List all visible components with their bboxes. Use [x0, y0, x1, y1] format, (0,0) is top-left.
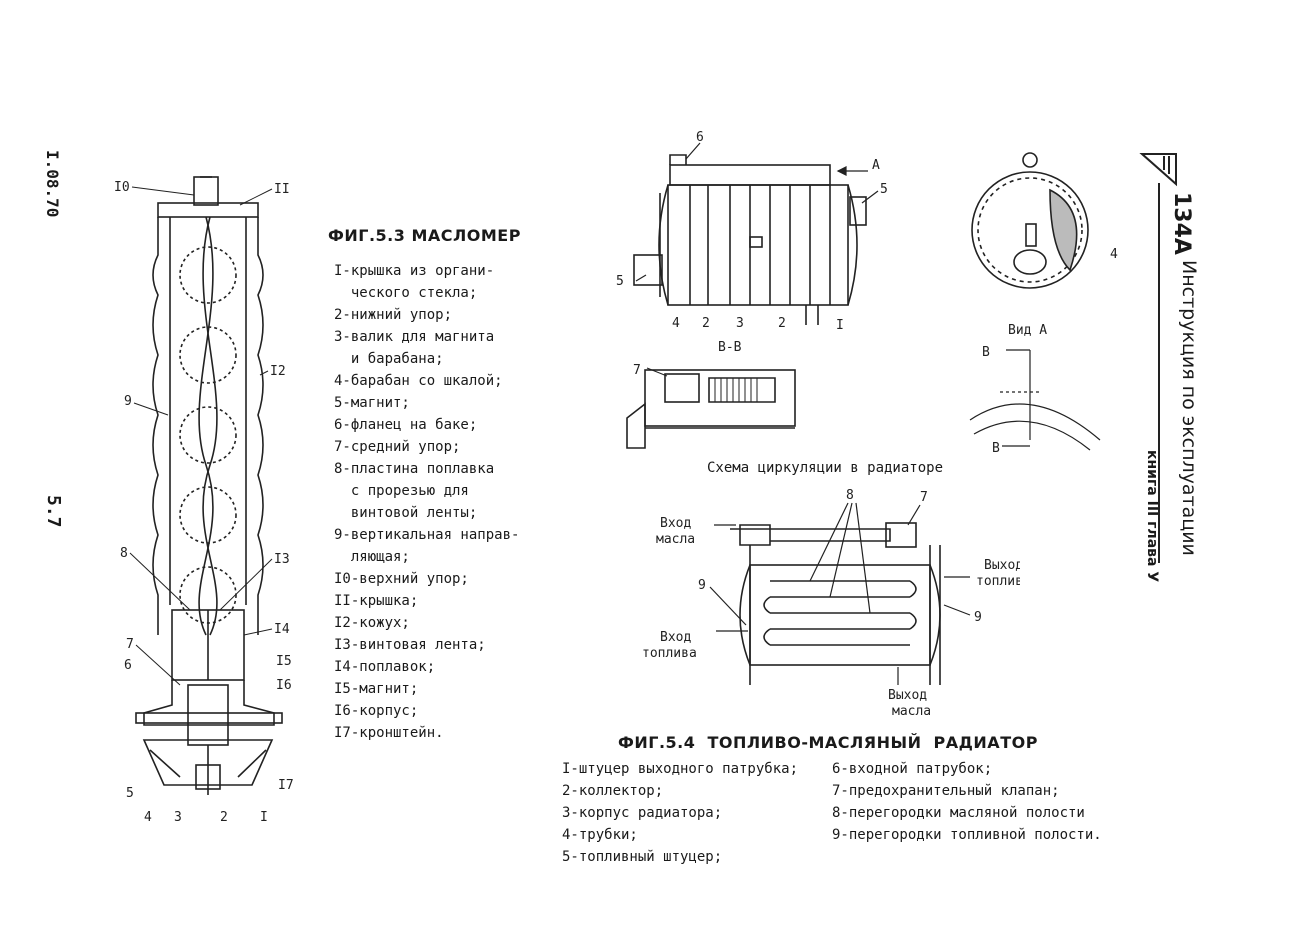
legend-line: с прорезью для: [334, 483, 469, 499]
circulation-scheme: 8 7 9 9 Вход масла Выход топлива Вход то…: [642, 488, 1020, 719]
radiator-side-view: 6 А 5 5 4 2 3 2 I В-В: [616, 130, 888, 355]
legend-line: 8-пластина поплавка: [334, 461, 495, 477]
page-number: 5.7: [43, 495, 64, 528]
callout-I3: I3: [274, 552, 290, 567]
callout-I5: I5: [276, 654, 292, 669]
callout-5: 5: [616, 274, 624, 289]
legend-line: ляющая;: [334, 549, 410, 565]
callout-4: 4: [672, 316, 680, 331]
document-code: I.08.70: [43, 150, 62, 218]
oil-gauge-drawing: I0 II I2 9 8 I3 I4 7 6 I5 I6 5 4 3 2 I I…: [114, 176, 294, 825]
legend-line: I-штуцер выходного патрубка;: [562, 761, 799, 777]
legend-line: I2-кожух;: [334, 615, 410, 631]
legend-line: I4-поплавок;: [334, 659, 436, 675]
view-label: Вид А: [1008, 323, 1047, 338]
legend-line: и барабана;: [334, 351, 444, 367]
callout-I4: I4: [274, 622, 290, 637]
scheme-caption: Схема циркуляции в радиаторе: [707, 460, 944, 476]
callout-6: 6: [124, 658, 132, 673]
legend-line: I5-магнит;: [334, 681, 419, 697]
oil-in-label: масла: [656, 532, 695, 547]
callout-5: 5: [880, 182, 888, 197]
callout-2: 2: [220, 810, 228, 825]
section-label: В-В: [718, 340, 742, 355]
model-triangle-icon: [1139, 153, 1177, 187]
callout-3: 3: [174, 810, 182, 825]
callout-I2: I2: [270, 364, 286, 379]
fig53-legend: I-крышка из органи- ческого стекла; 2-ни…: [334, 260, 519, 744]
legend-line: 4-трубки;: [562, 827, 638, 843]
manual-title: Инструкция по эксплуатации: [1178, 260, 1200, 556]
oil-out-label: масла: [892, 704, 931, 719]
oil-in-label: Вход: [660, 516, 691, 531]
legend-line: 5-магнит;: [334, 395, 410, 411]
fig54-legend-right: 6-входной патрубок; 7-предохранительный …: [832, 758, 1102, 846]
callout-2: 2: [702, 316, 710, 331]
legend-line: I-крышка из органи-: [334, 263, 495, 279]
callout-I0: I0: [114, 180, 130, 195]
legend-line: I6-корпус;: [334, 703, 419, 719]
callout-8: 8: [120, 546, 128, 561]
legend-line: 8-перегородки масляной полости: [832, 805, 1085, 821]
callout-7: 7: [126, 637, 134, 652]
legend-line: 7-средний упор;: [334, 439, 461, 455]
callout-5: 5: [126, 786, 134, 801]
header-block: 134A Инструкция по эксплуатации книга II…: [1136, 150, 1200, 582]
callout-3: 3: [736, 316, 744, 331]
callout-I: I: [260, 810, 268, 825]
callout-2: 2: [778, 316, 786, 331]
legend-line: 6-входной патрубок;: [832, 761, 993, 777]
section-mark: В: [982, 345, 990, 360]
fig54-title: ФИГ.5.4 ТОПЛИВО-МАСЛЯНЫЙ РАДИАТОР: [618, 733, 1038, 752]
callout-9: 9: [974, 610, 982, 625]
callout-I6: I6: [276, 678, 292, 693]
section-mark: В: [992, 441, 1000, 456]
legend-line: II-крышка;: [334, 593, 419, 609]
callout-9: 9: [698, 578, 706, 593]
fuel-out-label: топлива: [976, 574, 1020, 589]
legend-line: 4-барабан со шкалой;: [334, 373, 503, 389]
callout-I7: I7: [278, 778, 294, 793]
legend-line: 2-нижний упор;: [334, 307, 453, 323]
legend-line: винтовой ленты;: [334, 505, 478, 521]
fig54-legend-left: I-штуцер выходного патрубка; 2-коллектор…: [562, 758, 798, 868]
callout-4: 4: [144, 810, 152, 825]
fuel-out-label: Выход: [984, 558, 1020, 573]
legend-line: I0-верхний упор;: [334, 571, 469, 587]
fuel-in-label: топлива: [642, 646, 697, 661]
fuel-in-label: Вход: [660, 630, 691, 645]
legend-line: 2-коллектор;: [562, 783, 664, 799]
callout-II: II: [274, 182, 290, 197]
oil-out-label: Выход: [888, 688, 927, 703]
legend-line: 9-вертикальная направ-: [334, 527, 520, 543]
callout-7: 7: [633, 363, 641, 378]
arrow-label-A: А: [872, 158, 880, 173]
model-number: 134A: [1169, 192, 1194, 255]
header-divider: [1158, 183, 1160, 563]
callout-I: I: [836, 318, 844, 333]
fig53-title: ФИГ.5.3 МАСЛОМЕР: [328, 226, 521, 245]
callout-9: 9: [124, 394, 132, 409]
section-drawing: 7: [626, 363, 796, 449]
view-a-drawing: 4 Вид А В В: [969, 152, 1118, 456]
legend-line: 5-топливный штуцер;: [562, 849, 723, 865]
legend-line: 3-корпус радиатора;: [562, 805, 723, 821]
callout-7: 7: [920, 490, 928, 505]
legend-line: I7-кронштейн.: [334, 725, 444, 741]
callout-8: 8: [846, 488, 854, 503]
legend-line: 6-фланец на баке;: [334, 417, 478, 433]
callout-4: 4: [1110, 247, 1118, 262]
legend-line: ческого стекла;: [334, 285, 478, 301]
legend-line: 3-валик для магнита: [334, 329, 495, 345]
callout-6: 6: [696, 130, 704, 145]
legend-line: 9-перегородки топливной полости.: [832, 827, 1102, 843]
legend-line: 7-предохранительный клапан;: [832, 783, 1060, 799]
legend-line: I3-винтовая лента;: [334, 637, 486, 653]
